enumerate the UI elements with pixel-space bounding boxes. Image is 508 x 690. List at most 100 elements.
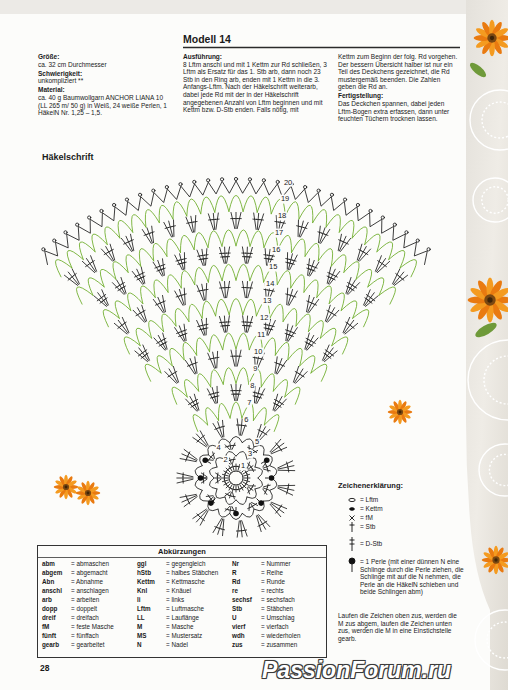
picot bbox=[125, 198, 128, 201]
label-holder: Abn bbox=[42, 578, 70, 585]
abbreviation-meaning: = anschlagen bbox=[71, 587, 135, 594]
orange-flower bbox=[388, 410, 400, 419]
label-holder: = feste Masche bbox=[71, 623, 135, 630]
legend-text: = 1 Perle (mit einer dünnen N eine Schli… bbox=[360, 558, 466, 596]
label-holder: = Mustersatz bbox=[166, 632, 230, 639]
orange-flower bbox=[65, 479, 77, 488]
info-text: Kettm zum Beginn der folg. Rd vorgehen. … bbox=[338, 53, 458, 91]
label-holder: = Runde bbox=[261, 578, 325, 585]
orange-flower bbox=[482, 546, 508, 575]
lace-ring bbox=[470, 90, 508, 150]
abbreviation: dreif bbox=[42, 614, 70, 621]
info-text: 8 Lftm anschl und mit 1 Kettm zur Rd sch… bbox=[183, 61, 331, 114]
stitch-path bbox=[195, 436, 277, 519]
text-column: Größe:ca. 32 cm DurchmesserSchwierigkeit… bbox=[38, 53, 172, 117]
info-heading: Fertigstellung: bbox=[338, 92, 458, 100]
label-holder: N bbox=[137, 641, 165, 648]
header-rule bbox=[183, 47, 460, 49]
label-holder: = rechts bbox=[261, 587, 325, 594]
abbreviation-meaning: = zusammen bbox=[261, 641, 325, 648]
abbreviation-meaning: = Runde bbox=[261, 578, 325, 585]
round-number: 4 bbox=[215, 443, 221, 452]
picot bbox=[330, 193, 333, 196]
abbreviation: Knl bbox=[137, 587, 165, 594]
round-stitches bbox=[195, 436, 277, 519]
abbreviation-meaning: = gegengleich bbox=[166, 560, 230, 567]
pearl-symbol bbox=[208, 499, 215, 506]
foundation-ring bbox=[229, 471, 243, 485]
label-holder: dreif bbox=[42, 614, 70, 621]
label-holder: = Nadel bbox=[166, 641, 230, 648]
legend-text: = Stb bbox=[360, 523, 375, 531]
picot bbox=[179, 183, 182, 186]
leaf bbox=[473, 320, 498, 340]
picot bbox=[138, 193, 141, 196]
label-holder: LL bbox=[137, 614, 165, 621]
chart-heading: Häkelschrift bbox=[42, 152, 94, 163]
pearl-symbol bbox=[202, 457, 210, 463]
abbreviation-meaning: = dreifach bbox=[71, 614, 135, 621]
label-holder: Zeichenerklärung: bbox=[338, 482, 403, 491]
label-holder: = sechsfach bbox=[261, 596, 325, 603]
lace-ring bbox=[489, 454, 508, 485]
stitch-path bbox=[94, 247, 378, 307]
label-holder: = links bbox=[166, 596, 230, 603]
page-title: Modell 14 bbox=[183, 33, 231, 45]
slip-stitch-symbol bbox=[350, 508, 355, 511]
picot bbox=[276, 180, 279, 183]
pearl-symbol bbox=[264, 457, 270, 463]
picot bbox=[262, 179, 265, 182]
stitch-path bbox=[135, 316, 337, 362]
round-stitches bbox=[124, 298, 348, 354]
pearl-symbol bbox=[236, 507, 237, 511]
label-holder: 15 bbox=[268, 263, 278, 272]
orange-flower bbox=[487, 297, 492, 302]
label-holder: = Nummer bbox=[261, 560, 325, 567]
label-holder: = Umschlag bbox=[261, 614, 325, 621]
orange-flower bbox=[484, 294, 495, 305]
round-stitches bbox=[42, 177, 430, 264]
abbreviation: vierf bbox=[232, 623, 260, 630]
legend-text: = fM bbox=[360, 514, 373, 522]
legend-row: = fM bbox=[360, 514, 373, 522]
note-text: Laufen die Zeichen oben zus, werden die … bbox=[338, 612, 460, 643]
abbreviation-meaning: = Kettmasche bbox=[166, 578, 230, 585]
abbreviation-meaning: = gearbeitet bbox=[71, 641, 135, 648]
abbreviation-meaning: = doppelt bbox=[71, 605, 135, 612]
orange-flower bbox=[388, 400, 412, 424]
round-number: 17 bbox=[274, 229, 284, 238]
label-holder: hStb bbox=[137, 569, 165, 576]
label-holder: li bbox=[137, 596, 165, 603]
label-holder: = arbeiten bbox=[71, 596, 135, 603]
label-holder: U bbox=[232, 614, 260, 621]
round-stitches bbox=[145, 333, 327, 381]
round-stitches bbox=[177, 419, 295, 537]
orange-flower bbox=[494, 558, 497, 561]
abbreviation: R bbox=[232, 569, 260, 576]
stitch-path bbox=[186, 384, 287, 411]
label-holder: 1 bbox=[240, 461, 246, 470]
abbreviation: gearb bbox=[42, 641, 70, 648]
label-holder: fünft bbox=[42, 632, 70, 639]
picot bbox=[88, 216, 91, 219]
label-holder: = fünffach bbox=[71, 632, 135, 639]
abbreviation-meaning: = rechts bbox=[261, 587, 325, 594]
picot bbox=[393, 223, 396, 226]
legend-symbols bbox=[349, 498, 355, 572]
info-text: unkompliziert ** bbox=[38, 77, 172, 85]
label-holder: arb bbox=[42, 596, 70, 603]
label-holder: = halbes Stäbchen bbox=[166, 569, 230, 576]
round-stitches bbox=[94, 247, 378, 307]
round-number: 16 bbox=[271, 246, 281, 255]
label-holder: ggl bbox=[137, 560, 165, 567]
abbreviation: wdh bbox=[232, 632, 260, 639]
round-number: 11 bbox=[256, 331, 266, 340]
abbreviation: Kettm bbox=[137, 578, 165, 585]
abbreviation: li bbox=[137, 596, 165, 603]
picot bbox=[381, 216, 384, 219]
abbreviation: MS bbox=[137, 632, 165, 639]
picot bbox=[356, 203, 359, 206]
abbreviation-meaning: = Nadel bbox=[166, 641, 230, 648]
abbreviation-meaning: = halbes Stäbchen bbox=[166, 569, 230, 576]
